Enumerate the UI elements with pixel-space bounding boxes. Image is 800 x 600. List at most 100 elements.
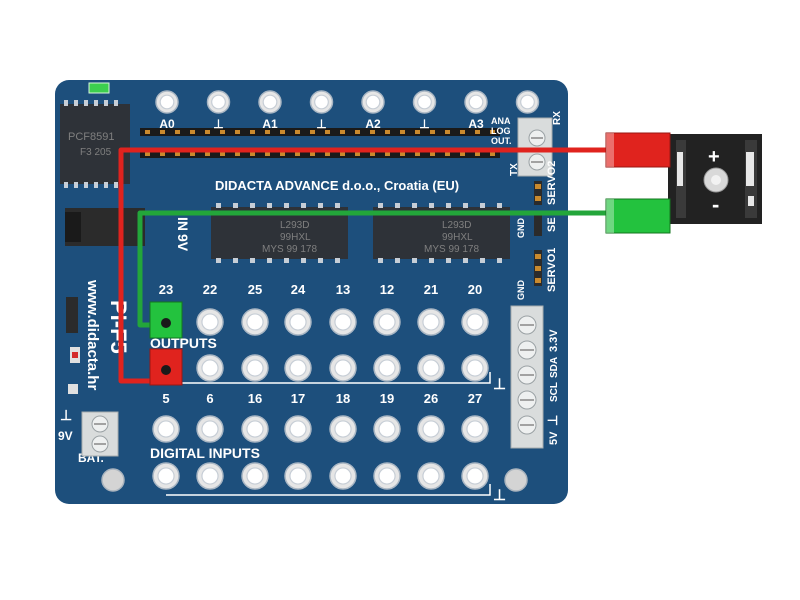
output-bottom-pin-number: 27 [468,391,482,406]
pcb-board [55,80,568,504]
output-pad[interactable] [461,308,489,336]
analog-pad-label: A2 [365,117,381,131]
battery-ground-symbol: ⊥ [60,407,72,423]
analog-pad[interactable] [155,90,179,114]
analog-pad-label: ⊥ [213,117,223,131]
output-pad[interactable] [373,308,401,336]
header-pin [250,130,255,134]
i2c-3v3-label: 3.3V [548,329,560,352]
green-plug-module[interactable] [605,198,671,234]
output-bottom-pin-number: 17 [291,391,305,406]
company-label: DIDACTA ADVANCE d.o.o., Croatia (EU) [215,178,459,193]
output-bottom-pin-number: 26 [424,391,438,406]
green-plug-pin23[interactable] [149,301,183,339]
output-top-pin-number: 25 [248,282,262,297]
driver2-line3: MYS 99 178 [424,244,479,255]
module-minus-label: - [712,192,719,217]
output-bottom-pin-number: 16 [248,391,262,406]
digital-input-pad[interactable] [461,462,489,490]
digital-input-pad[interactable] [241,415,269,443]
digital-input-pad[interactable] [241,462,269,490]
analog-pad[interactable] [464,90,488,114]
i2c-ground-symbol: ⊥ [545,415,560,426]
digital-input-pad[interactable] [152,415,180,443]
output-pad[interactable] [196,308,224,336]
analog-pad[interactable] [309,90,334,114]
analog-pad-label: A0 [159,117,175,131]
digital-input-pad[interactable] [329,462,357,490]
digital-input-pad[interactable] [373,462,401,490]
digital-input-pad[interactable] [284,462,312,490]
battery-terminal-block[interactable] [81,411,119,457]
output-top-pin-number: 12 [380,282,394,297]
ana-out-label-3: OUT. [491,136,512,146]
gpio-header-strip [140,128,500,158]
output-top-pin-number: 13 [336,282,350,297]
mounting-hole-left [101,468,125,492]
analog-pad-label: A1 [262,117,278,131]
analog-pad[interactable] [206,90,231,114]
header-pin [175,130,180,134]
output-top-pin-number: 21 [424,282,438,297]
output-pad[interactable] [329,354,357,382]
analog-pad[interactable] [361,90,385,114]
output-pad[interactable] [417,308,445,336]
header-pin [415,152,420,156]
output-pad[interactable] [329,308,357,336]
digital-input-pad[interactable] [417,462,445,490]
header-pin [190,130,195,134]
output-pad[interactable] [284,354,312,382]
digital-input-pad[interactable] [329,415,357,443]
analog-pad[interactable] [258,90,282,114]
smd-components [66,297,80,394]
header-pin [475,152,480,156]
digital-input-pad[interactable] [196,415,224,443]
pcf-chip-line2: F3 205 [80,147,112,158]
header-pin [460,152,465,156]
header-pin [295,152,300,156]
analog-pad-label: ⊥ [316,117,326,131]
analog-pad-label: A3 [468,117,484,131]
driver2-line1: L293D [442,220,471,231]
inputs-ground-symbol: ⊥ [493,487,506,504]
power-jack[interactable] [65,208,145,246]
header-pin [400,130,405,134]
rxtx-terminal-block[interactable] [517,117,553,177]
output-bottom-pin-number: 19 [380,391,394,406]
tx-label: TX [509,163,520,176]
header-pin [220,130,225,134]
output-pad[interactable] [373,354,401,382]
mounting-hole-right [504,468,528,492]
i2c-power-terminal-block[interactable] [510,305,544,449]
dc-motor-module[interactable] [668,134,762,224]
header-pin [325,130,330,134]
red-plug-pin5[interactable] [149,348,183,386]
servo-headers[interactable] [534,181,542,286]
header-pin [370,130,375,134]
digital-input-pad[interactable] [152,462,180,490]
output-pad[interactable] [241,354,269,382]
digital-input-pad[interactable] [373,415,401,443]
output-pad[interactable] [461,354,489,382]
header-pin [355,152,360,156]
header-pin [220,152,225,156]
output-top-pin-number: 22 [203,282,217,297]
digital-input-pad[interactable] [461,415,489,443]
red-plug-module[interactable] [605,132,671,168]
digital-input-pad[interactable] [417,415,445,443]
digital-input-pad[interactable] [196,462,224,490]
output-pad[interactable] [241,308,269,336]
motor-driver-chip-2: L293D 99HXL MYS 99 178 [373,203,510,263]
pcf8591-chip: PCF8591 F3 205 [60,100,130,188]
output-pad[interactable] [417,354,445,382]
motor-driver-chip-1: L293D 99HXL MYS 99 178 [211,203,348,263]
output-pad[interactable] [196,354,224,382]
header-pin [370,152,375,156]
output-pad[interactable] [284,308,312,336]
analog-pad[interactable] [412,90,437,114]
analog-pad[interactable] [515,90,540,114]
header-pin [175,152,180,156]
header-pin [490,152,495,156]
digital-inputs-label: DIGITAL INPUTS [150,445,260,461]
digital-input-pad[interactable] [284,415,312,443]
